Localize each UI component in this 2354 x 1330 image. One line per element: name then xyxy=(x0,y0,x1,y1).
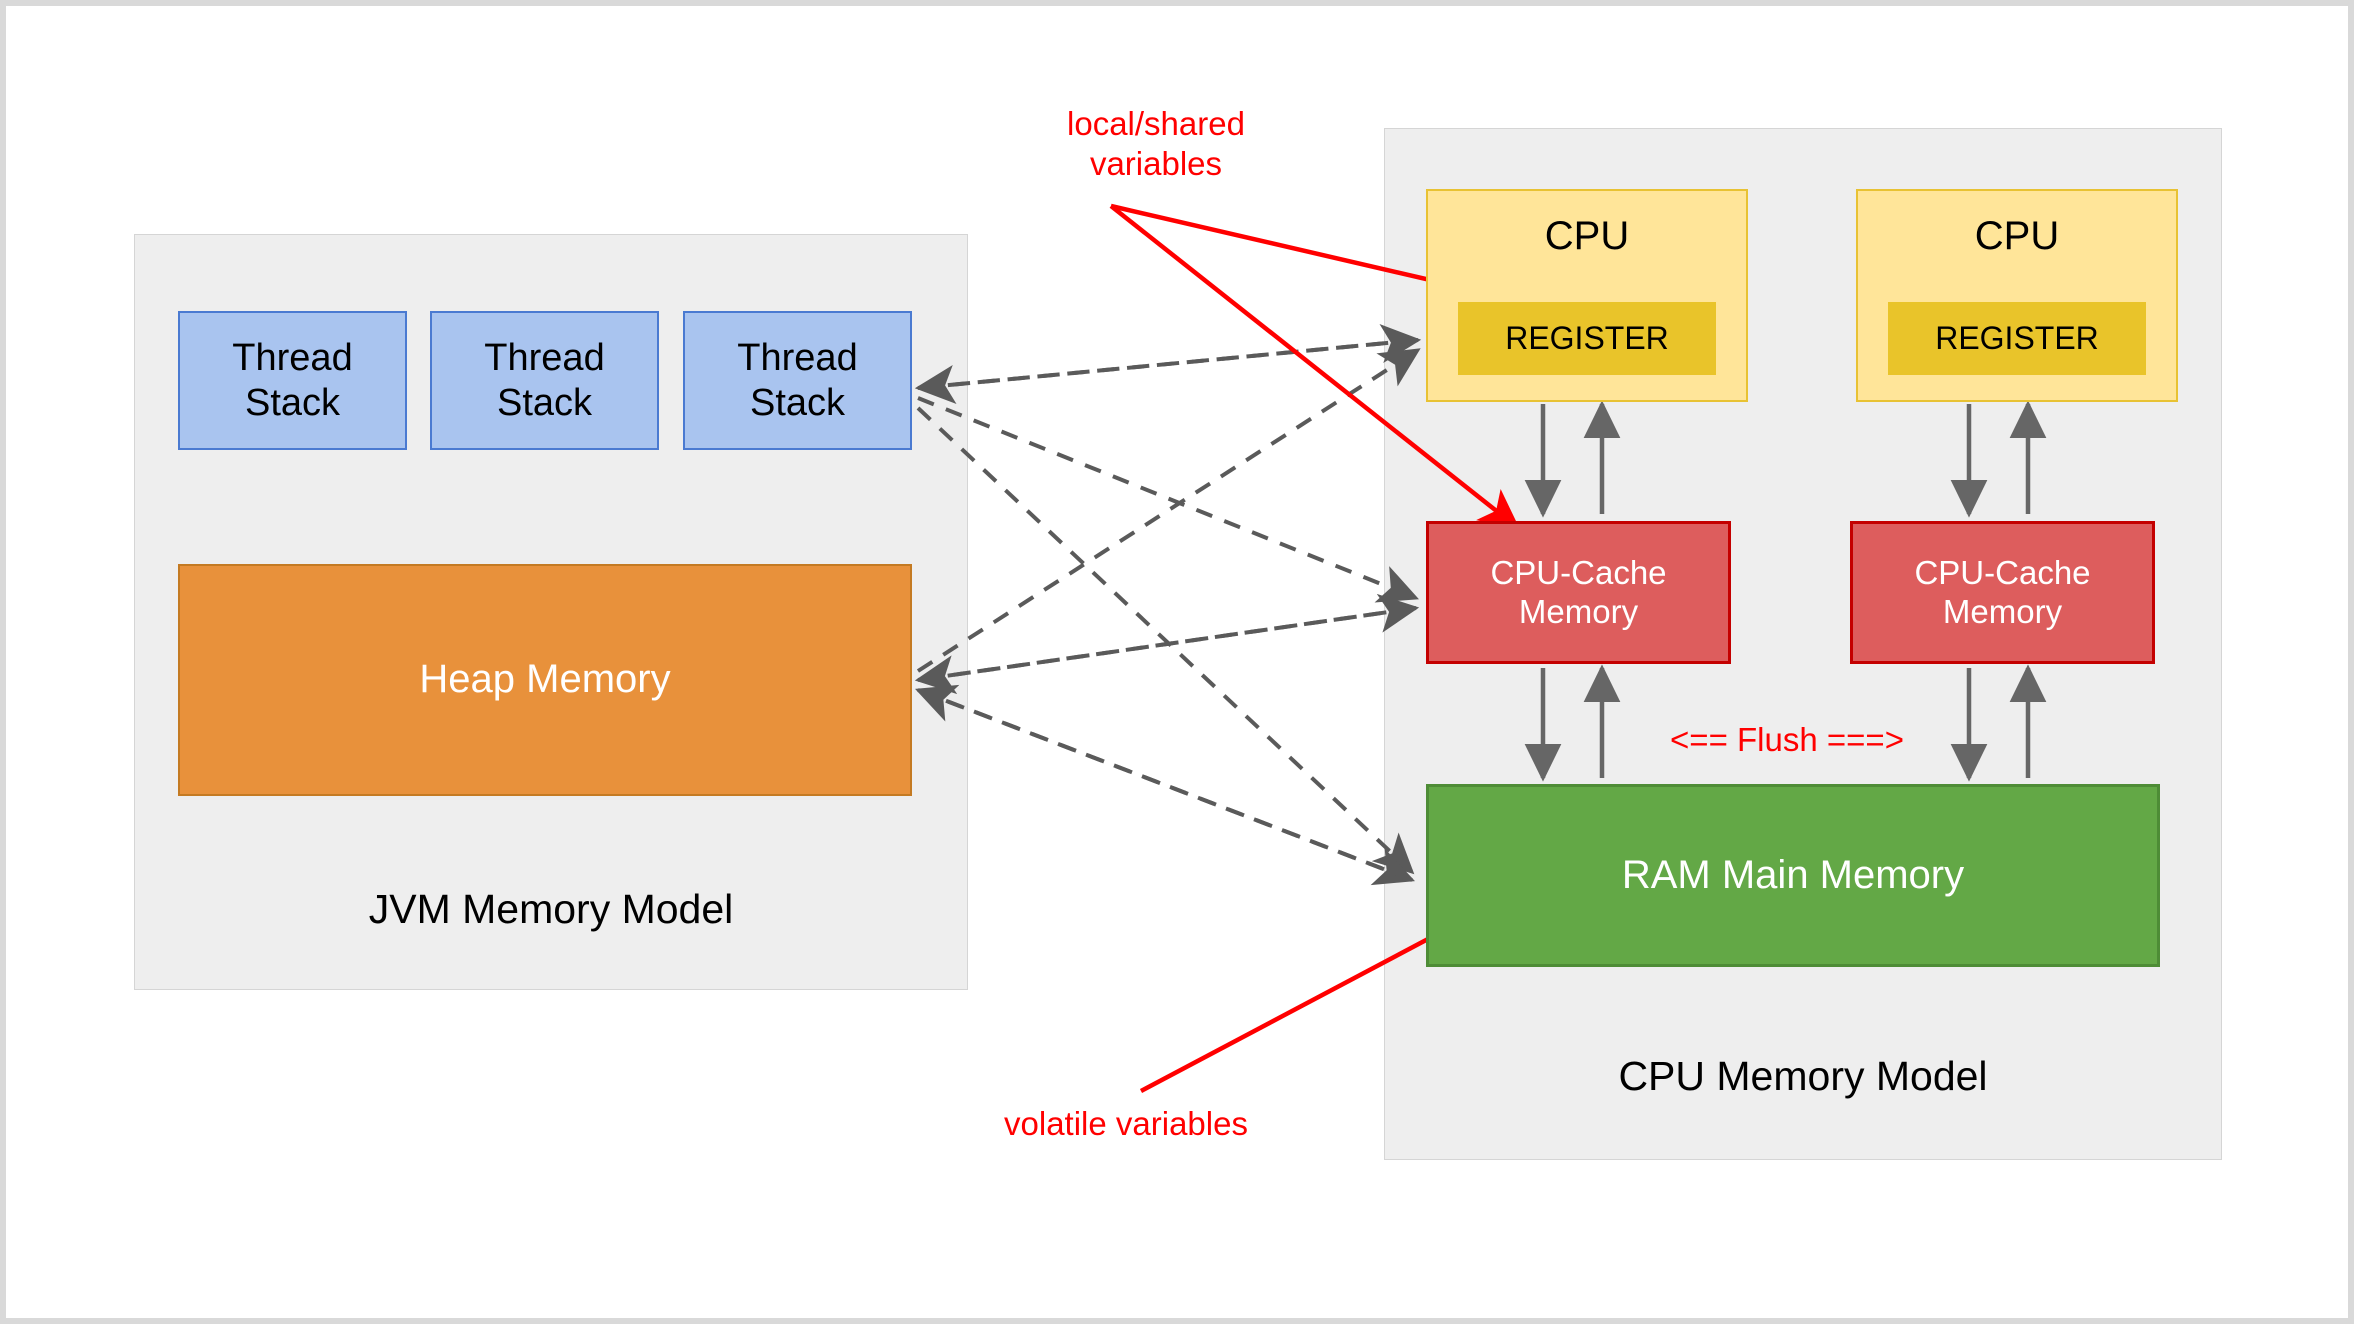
ram-main-memory-box[interactable]: RAM Main Memory xyxy=(1426,784,2160,967)
jvm-memory-model-label: JVM Memory Model xyxy=(368,886,734,932)
volatile-variables-label: volatile variables xyxy=(1004,1105,1248,1142)
link-cpu-cache-to-heap xyxy=(914,606,1417,695)
cpu-cache-memory-box-2[interactable]: CPU-Cache Memory xyxy=(1850,521,2155,664)
thread-stack-box-2[interactable]: Thread Stack xyxy=(430,311,659,450)
thread-stack-box-3[interactable]: Thread Stack xyxy=(683,311,912,450)
link-heap-to-cpu-cache xyxy=(917,593,1420,682)
register-box-1[interactable]: REGISTER xyxy=(1458,302,1716,375)
flush-label: <== Flush ===> xyxy=(1670,721,1904,758)
link-heap-to-ram xyxy=(917,688,1415,886)
cpu-cache-memory-box-1[interactable]: CPU-Cache Memory xyxy=(1426,521,1731,664)
link-thread-stack-to-cpu-cache xyxy=(917,396,1419,603)
local-shared-variables-label: local/shared variables xyxy=(1067,105,1245,183)
link-register-to-thread-stack xyxy=(914,338,1419,404)
link-ram-to-heap xyxy=(915,684,1413,882)
cpu-memory-model-label: CPU Memory Model xyxy=(1618,1053,1988,1099)
thread-stack-box-1[interactable]: Thread Stack xyxy=(178,311,407,450)
link-thread-stack-to-ram xyxy=(916,406,1415,875)
link-thread-stack-to-register xyxy=(917,324,1422,390)
link-heap-to-register xyxy=(916,348,1421,673)
heap-memory-box[interactable]: Heap Memory xyxy=(178,564,912,796)
register-box-2[interactable]: REGISTER xyxy=(1888,302,2146,375)
